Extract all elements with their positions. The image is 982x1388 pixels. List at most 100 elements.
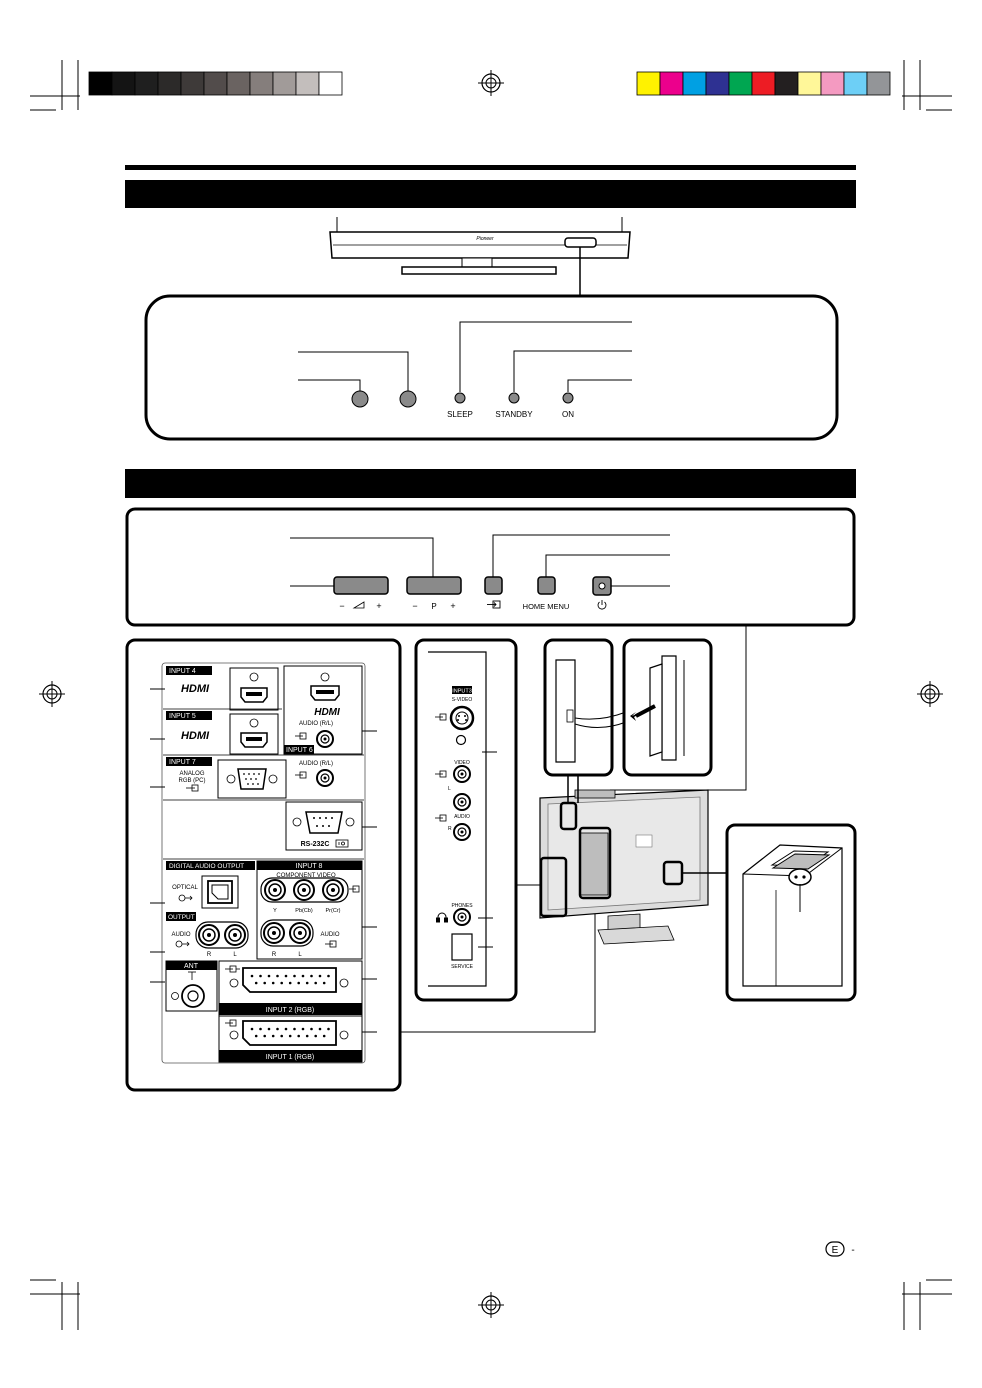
process-swatch [659,71,684,96]
s-video-label: S-VIDEO [452,697,473,703]
ant-label: ANT [184,963,199,970]
highlight-rear-terminals [578,826,612,900]
process-color-bar [636,71,891,96]
scart-pin [305,981,309,985]
component-pr-label: Pr(Cr) [326,908,341,914]
component-y-jack [264,879,286,901]
front-callout-panel [144,294,839,441]
optical-label: OPTICAL [172,885,198,891]
home-menu-label: HOME MENU [523,602,570,611]
component-pb-jack [293,879,315,901]
input-icon [295,732,307,740]
input2-tag [219,1003,362,1015]
input-output-icon [225,965,240,973]
scart-pin [254,981,258,985]
component-pr-jack [322,879,344,901]
controls-leader-lines [290,534,747,791]
on-indicator-lamp [562,392,574,404]
scart-pin [297,1034,301,1038]
output-audio-label: AUDIO [171,932,190,938]
screw-icon [249,672,259,682]
input7-label: INPUT 7 [169,759,196,766]
side-audio-label: AUDIO [454,814,470,820]
scart-pin [322,1034,326,1038]
scart-pin [276,974,279,978]
service-label: SERVICE [451,964,474,970]
process-swatch [797,71,822,96]
registration-mark-right [916,680,944,708]
process-swatch [636,71,661,96]
scart-pin [280,981,284,985]
scart-pin [254,1034,258,1038]
side-l-label: L [448,786,451,792]
antenna-icon [188,971,196,980]
rear-leader-lines [150,688,596,1033]
input5-label: INPUT 5 [169,713,196,720]
side-terminals-panel [414,638,518,1002]
program-button [406,576,462,595]
side-video-jack [453,765,471,783]
s-video-sub-icon [455,734,467,746]
input6-label: INPUT 6 [286,747,313,754]
gray-swatch [203,71,228,96]
scart-pin [259,1027,262,1031]
program-minus-label: − [412,601,417,611]
digital-audio-output-label: DIGITAL AUDIO OUTPUT [169,863,244,870]
section-bar-rear [125,469,856,498]
scart-pin [267,1027,271,1031]
input3-label: INPUT3 [452,689,472,695]
process-swatch [866,71,891,96]
gray-swatch [88,71,113,96]
page-dash: - [851,1245,854,1256]
input1-label: INPUT 1 (RGB) [266,1054,315,1061]
section-bar-front [125,180,856,208]
output-tag [166,912,196,921]
input8-l-label: L [298,952,302,958]
rgb-pc-label: RGB (PC) [179,778,206,784]
rs232c-port [305,811,343,834]
input-icon [349,885,360,893]
component-pb-label: Pb(Cb) [295,908,313,914]
power-button-dot [598,582,606,590]
scart-pin [284,974,288,978]
scart-pin [271,1034,275,1038]
scart-pin [288,1034,292,1038]
input8-audio-r-jack [263,922,285,944]
ant-tag [166,961,217,970]
cover-removed [661,655,677,761]
scart-pin [297,981,301,985]
volume-icon [352,601,365,609]
gray-swatch [157,71,182,96]
input8-audio-l-jack [289,922,311,944]
scart-pin [310,1027,313,1031]
input7-tag [166,757,212,766]
scart-pin [263,981,267,985]
program-plus-label: + [450,601,455,611]
headphone-jack [453,908,471,926]
scart-pin [271,981,275,985]
sleep-indicator-lamp [454,392,466,404]
analog-label: ANALOG [179,771,204,777]
input4-label: INPUT 4 [169,668,196,675]
output-l-label: L [233,952,237,958]
input1-tag [219,1050,362,1062]
program-label: P [431,602,436,611]
scart-pin [288,981,292,985]
process-swatch [705,71,730,96]
side-terminal-plate [428,651,487,987]
gray-swatch [295,71,320,96]
process-swatch [774,71,799,96]
process-swatch [820,71,845,96]
input6-tag [284,745,314,754]
input-icon [435,770,447,778]
input-icon [186,784,199,792]
output-audio-l-jack [224,924,246,946]
volume-minus-label: − [339,601,344,611]
scart-pin [250,974,254,978]
scart-pin [250,1027,254,1031]
service-port [451,933,473,961]
output-label: OUTPUT [168,914,195,921]
cover-callout-1 [543,638,614,777]
side-audio-l-jack [453,793,471,811]
remote-sensor [351,390,369,408]
